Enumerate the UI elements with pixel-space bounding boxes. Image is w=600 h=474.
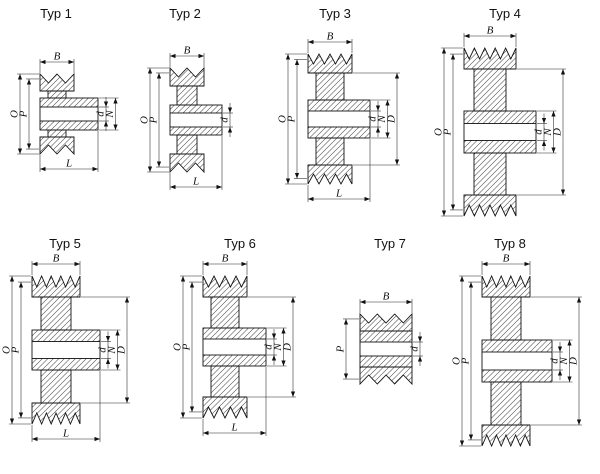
- svg-text:P: P: [10, 346, 22, 354]
- svg-text:O: O: [172, 343, 184, 351]
- svg-text:B: B: [54, 51, 61, 63]
- svg-text:d: d: [367, 116, 379, 122]
- svg-text:d: d: [549, 358, 561, 364]
- svg-text:O: O: [1, 346, 13, 354]
- svg-text:B: B: [383, 291, 390, 303]
- svg-text:N: N: [376, 115, 388, 124]
- svg-text:D: D: [568, 357, 580, 366]
- svg-text:L: L: [192, 176, 199, 188]
- svg-text:B: B: [53, 253, 60, 265]
- svg-text:P: P: [286, 115, 298, 123]
- figure-title-typ-1: Typ 1: [40, 6, 72, 21]
- figure-title-typ-4: Typ 4: [489, 6, 521, 21]
- svg-text:P: P: [181, 343, 193, 351]
- svg-text:d: d: [95, 111, 107, 117]
- svg-text:D: D: [552, 128, 564, 137]
- figure-title-typ-7: Typ 7: [374, 236, 406, 251]
- svg-text:d: d: [219, 117, 231, 123]
- svg-text:P: P: [18, 110, 30, 118]
- figure-title-typ-8: Typ 8: [494, 236, 526, 251]
- svg-text:D: D: [116, 346, 128, 355]
- svg-text:N: N: [542, 128, 554, 137]
- figure-title-typ-5: Typ 5: [49, 236, 81, 251]
- svg-text:B: B: [503, 253, 510, 265]
- svg-text:P: P: [460, 357, 472, 365]
- svg-text:O: O: [433, 128, 445, 136]
- svg-text:N: N: [106, 346, 118, 355]
- svg-text:d: d: [263, 344, 275, 350]
- figure-title-typ-2: Typ 2: [169, 6, 201, 21]
- svg-text:L: L: [335, 188, 342, 200]
- svg-text:L: L: [62, 428, 69, 440]
- svg-text:P: P: [442, 128, 454, 136]
- svg-text:O: O: [9, 110, 21, 118]
- svg-text:N: N: [272, 343, 284, 352]
- svg-text:d: d: [97, 347, 109, 353]
- svg-text:O: O: [451, 357, 463, 365]
- svg-text:N: N: [558, 357, 570, 366]
- svg-text:B: B: [487, 25, 494, 37]
- figure-title-typ-3: Typ 3: [319, 6, 351, 21]
- svg-text:D: D: [386, 115, 398, 124]
- svg-text:N: N: [104, 110, 116, 119]
- svg-text:B: B: [184, 45, 191, 57]
- svg-text:P: P: [335, 345, 347, 353]
- svg-text:L: L: [65, 158, 72, 170]
- figure-title-typ-6: Typ 6: [224, 236, 256, 251]
- svg-text:L: L: [230, 422, 237, 434]
- svg-text:D: D: [282, 343, 294, 352]
- svg-text:P: P: [148, 116, 160, 124]
- svg-text:O: O: [139, 116, 151, 124]
- svg-text:d: d: [409, 346, 421, 352]
- svg-text:d: d: [533, 129, 545, 135]
- svg-text:O: O: [277, 115, 289, 123]
- svg-text:B: B: [222, 253, 229, 265]
- svg-text:B: B: [327, 31, 334, 43]
